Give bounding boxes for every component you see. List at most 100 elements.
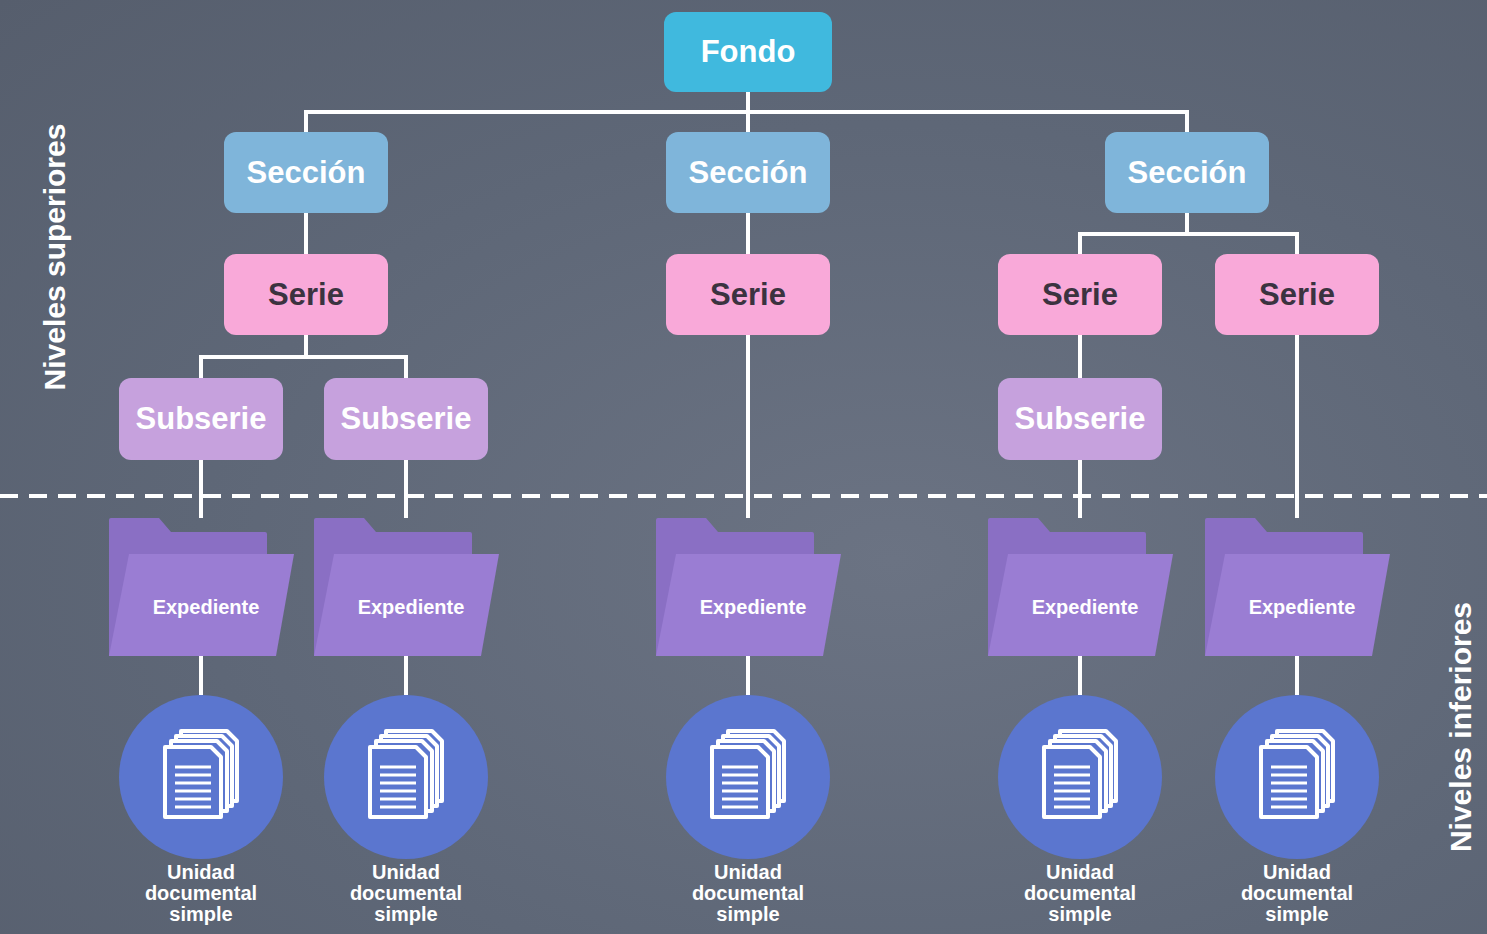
tree-connector [404, 460, 408, 518]
tree-connector [306, 92, 748, 132]
circle-shape [998, 695, 1162, 859]
document-line [175, 766, 211, 769]
circle-shape [666, 695, 830, 859]
document-sheet [165, 747, 221, 817]
document-sheet [1261, 747, 1317, 817]
expediente-folder: Expediente [109, 518, 294, 656]
expediente-folder: Expediente [988, 518, 1173, 656]
document-sheet [370, 747, 426, 817]
box-label: Fondo [701, 34, 796, 70]
document-unit: Unidad documental simple [998, 695, 1162, 859]
document-line [1054, 782, 1090, 785]
box-label: Serie [1259, 277, 1335, 313]
document-line [722, 798, 758, 801]
document-circle [324, 695, 488, 859]
document-line [380, 782, 416, 785]
subserie-box: Subserie [998, 378, 1162, 460]
document-line [175, 798, 211, 801]
document-line [175, 806, 211, 809]
document-circle [666, 695, 830, 859]
box-label: Sección [247, 155, 366, 191]
unit-caption: Unidad documental simple [324, 862, 488, 925]
box-label: Subserie [341, 401, 472, 437]
tree-connector [306, 335, 406, 378]
subserie-box: Subserie [324, 378, 488, 460]
document-circle [998, 695, 1162, 859]
box-label: Sección [689, 155, 808, 191]
folder-label: Expediente [998, 596, 1173, 619]
level-label: Niveles inferiores [1444, 602, 1478, 852]
tree-connector [304, 213, 308, 254]
serie-box: Serie [224, 254, 388, 335]
box-label: Sección [1128, 155, 1247, 191]
document-line [175, 790, 211, 793]
tree-connector [746, 335, 750, 518]
expediente-folder: Expediente [314, 518, 499, 656]
document-line [722, 774, 758, 777]
serie-box: Serie [666, 254, 830, 335]
circle-shape [119, 695, 283, 859]
tree-connector [404, 656, 408, 695]
circle-shape [1215, 695, 1379, 859]
document-line [722, 766, 758, 769]
document-sheet [1044, 747, 1100, 817]
tree-connector [1078, 460, 1082, 518]
folder-shape [656, 518, 841, 656]
document-line [175, 774, 211, 777]
folder-shape [988, 518, 1173, 656]
document-line [722, 790, 758, 793]
folder-front [988, 554, 1173, 656]
unit-caption: Unidad documental simple [666, 862, 830, 925]
circle-shape [324, 695, 488, 859]
document-line [380, 806, 416, 809]
tree-connector [199, 460, 203, 518]
tree-connector [748, 92, 1187, 132]
box-label: Subserie [1015, 401, 1146, 437]
document-line [1054, 798, 1090, 801]
document-circle [1215, 695, 1379, 859]
document-line [1054, 766, 1090, 769]
folder-shape [1205, 518, 1390, 656]
document-unit: Unidad documental simple [666, 695, 830, 859]
subserie-box: Subserie [119, 378, 283, 460]
fondo-box: Fondo [664, 12, 832, 92]
document-circle [119, 695, 283, 859]
tree-connector [201, 335, 306, 378]
document-line [1054, 774, 1090, 777]
box-label: Serie [1042, 277, 1118, 313]
folder-front [1205, 554, 1390, 656]
folder-label: Expediente [119, 596, 294, 619]
document-line [1271, 774, 1307, 777]
tree-connector [1078, 335, 1082, 378]
expediente-folder: Expediente [1205, 518, 1390, 656]
folder-shape [314, 518, 499, 656]
folder-front [109, 554, 294, 656]
unit-caption: Unidad documental simple [119, 862, 283, 925]
document-line [380, 774, 416, 777]
tree-connector [1295, 335, 1299, 518]
seccion-box: Sección [224, 132, 388, 213]
folder-label: Expediente [1215, 596, 1390, 619]
tree-connector [1187, 213, 1297, 254]
unit-caption: Unidad documental simple [1215, 862, 1379, 925]
box-label: Serie [710, 277, 786, 313]
folder-label: Expediente [324, 596, 499, 619]
seccion-box: Sección [1105, 132, 1269, 213]
document-line [1054, 790, 1090, 793]
document-line [722, 806, 758, 809]
folder-front [656, 554, 841, 656]
document-line [1271, 798, 1307, 801]
tree-connector [199, 656, 203, 695]
document-line [722, 782, 758, 785]
box-label: Serie [268, 277, 344, 313]
tree-connector [1295, 656, 1299, 695]
folder-shape [109, 518, 294, 656]
document-line [1271, 766, 1307, 769]
document-line [1271, 806, 1307, 809]
box-label: Subserie [136, 401, 267, 437]
document-unit: Unidad documental simple [119, 695, 283, 859]
document-line [175, 782, 211, 785]
document-line [1271, 782, 1307, 785]
serie-box: Serie [1215, 254, 1379, 335]
dashed-divider [0, 494, 1487, 498]
